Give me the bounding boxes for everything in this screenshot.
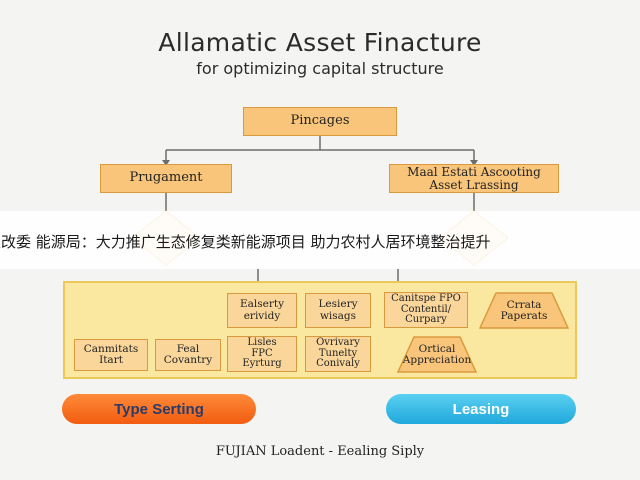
node-ovrivary-label: Ovrivary Tunelty Conivaly: [316, 336, 360, 370]
node-crrata-paperats: Crrata Paperats: [480, 295, 568, 327]
node-pincages-label: Pincages: [290, 113, 350, 129]
node-ortical-appreciation-label: Ortical Appreciation: [402, 342, 472, 366]
node-real-estate: Maal Estati Ascooting Asset Lrassing: [389, 164, 559, 193]
news-banner: [0, 211, 640, 269]
node-feal-covantry-label: Feal Covantry: [163, 342, 213, 366]
node-canmitats: Canmitats Itart: [74, 339, 148, 371]
node-pincages: Pincages: [243, 107, 397, 136]
node-ovrivary: Ovrivary Tunelty Conivaly: [305, 336, 371, 372]
type-setting-button[interactable]: Type Serting: [62, 394, 256, 424]
node-prugament: Prugament: [100, 164, 232, 193]
node-prugament-label: Prugament: [129, 170, 203, 186]
news-banner-text: 发改委 能源局：大力推广生态修复类新能源项目 助力农村人居环境整治提升: [0, 233, 491, 251]
node-ortical-appreciation: Ortical Appreciation: [398, 339, 476, 371]
node-canitspe-label: Canitspe FPO Contentil/ Curpary: [391, 292, 461, 326]
diagram-subtitle: for optimizing capital structure: [196, 59, 444, 78]
node-canmitats-label: Canmitats Itart: [83, 342, 139, 366]
node-ealserty-label: Ealserty erividy: [239, 298, 285, 322]
diagram-title: Allamatic Asset Finacture: [158, 28, 482, 57]
node-crrata-paperats-label: Crrata Paperats: [500, 298, 548, 322]
node-ealserty: Ealserty erividy: [227, 293, 297, 328]
leasing-button[interactable]: Leasing: [386, 394, 576, 424]
node-lisles-label: Lisles FPC Eyrturg: [242, 336, 282, 370]
footer-text: FUJIAN Loadent - Eealing Siply: [215, 444, 425, 459]
node-lesiery-label: Lesiery wisags: [318, 298, 358, 322]
node-lisles: Lisles FPC Eyrturg: [227, 336, 297, 372]
node-lesiery: Lesiery wisags: [305, 293, 371, 328]
node-real-estate-label: Maal Estati Ascooting Asset Lrassing: [407, 164, 541, 192]
node-feal-covantry: Feal Covantry: [155, 339, 221, 371]
node-canitspe: Canitspe FPO Contentil/ Curpary: [384, 292, 468, 328]
